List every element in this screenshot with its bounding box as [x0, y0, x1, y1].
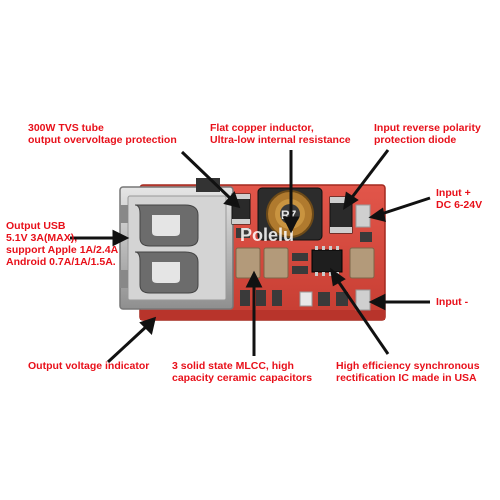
label-mlcc: 3 solid state MLCC, high capacity cerami… [172, 360, 312, 384]
label-reverse: Input reverse polarity protection diode [374, 122, 481, 146]
label-line: Flat copper inductor, [210, 122, 314, 134]
label-line: 3 solid state MLCC, high [172, 360, 294, 372]
label-line: capacity ceramic capacitors [172, 372, 313, 384]
mlcc-3 [349, 247, 375, 279]
label-line: DC 6-24V [436, 199, 483, 211]
label-line: Input + [436, 187, 471, 199]
label-output-usb: Output USB 5.1V 3A(MAX), support Apple 1… [6, 220, 118, 268]
label-input-minus: Input - [436, 296, 468, 308]
label-input-plus: Input + DC 6-24V [436, 187, 482, 211]
usb-connector [119, 186, 234, 310]
label-inductor: Flat copper inductor, Ultra-low internal… [210, 122, 351, 146]
label-line: Input reverse polarity [374, 122, 481, 134]
label-line: output overvoltage protection [28, 134, 177, 146]
label-line: rectification IC made in USA [336, 372, 477, 384]
label-line: 300W TVS tube [28, 122, 104, 134]
mlcc-1 [235, 247, 261, 279]
label-line: Output USB [6, 220, 66, 232]
watermark: Polelu [240, 225, 294, 245]
label-line: Input - [436, 296, 469, 308]
label-indicator: Output voltage indicator [28, 360, 149, 372]
label-line: Output voltage indicator [28, 360, 150, 372]
label-line: High efficiency synchronous [336, 360, 480, 372]
label-line: 5.1V 3A(MAX), [6, 232, 78, 244]
label-line: support Apple 1A/2.4A [6, 244, 119, 256]
label-line: Android 0.7A/1A/1.5A. [6, 256, 116, 268]
label-sync: High efficiency synchronous rectificatio… [336, 360, 480, 384]
label-tvs: 300W TVS tube output overvoltage protect… [28, 122, 177, 146]
label-line: protection diode [374, 134, 457, 146]
mlcc-2 [263, 247, 289, 279]
sync-ic [311, 246, 343, 276]
arrows [70, 149, 431, 364]
label-line: Ultra-low internal resistance [210, 134, 351, 146]
